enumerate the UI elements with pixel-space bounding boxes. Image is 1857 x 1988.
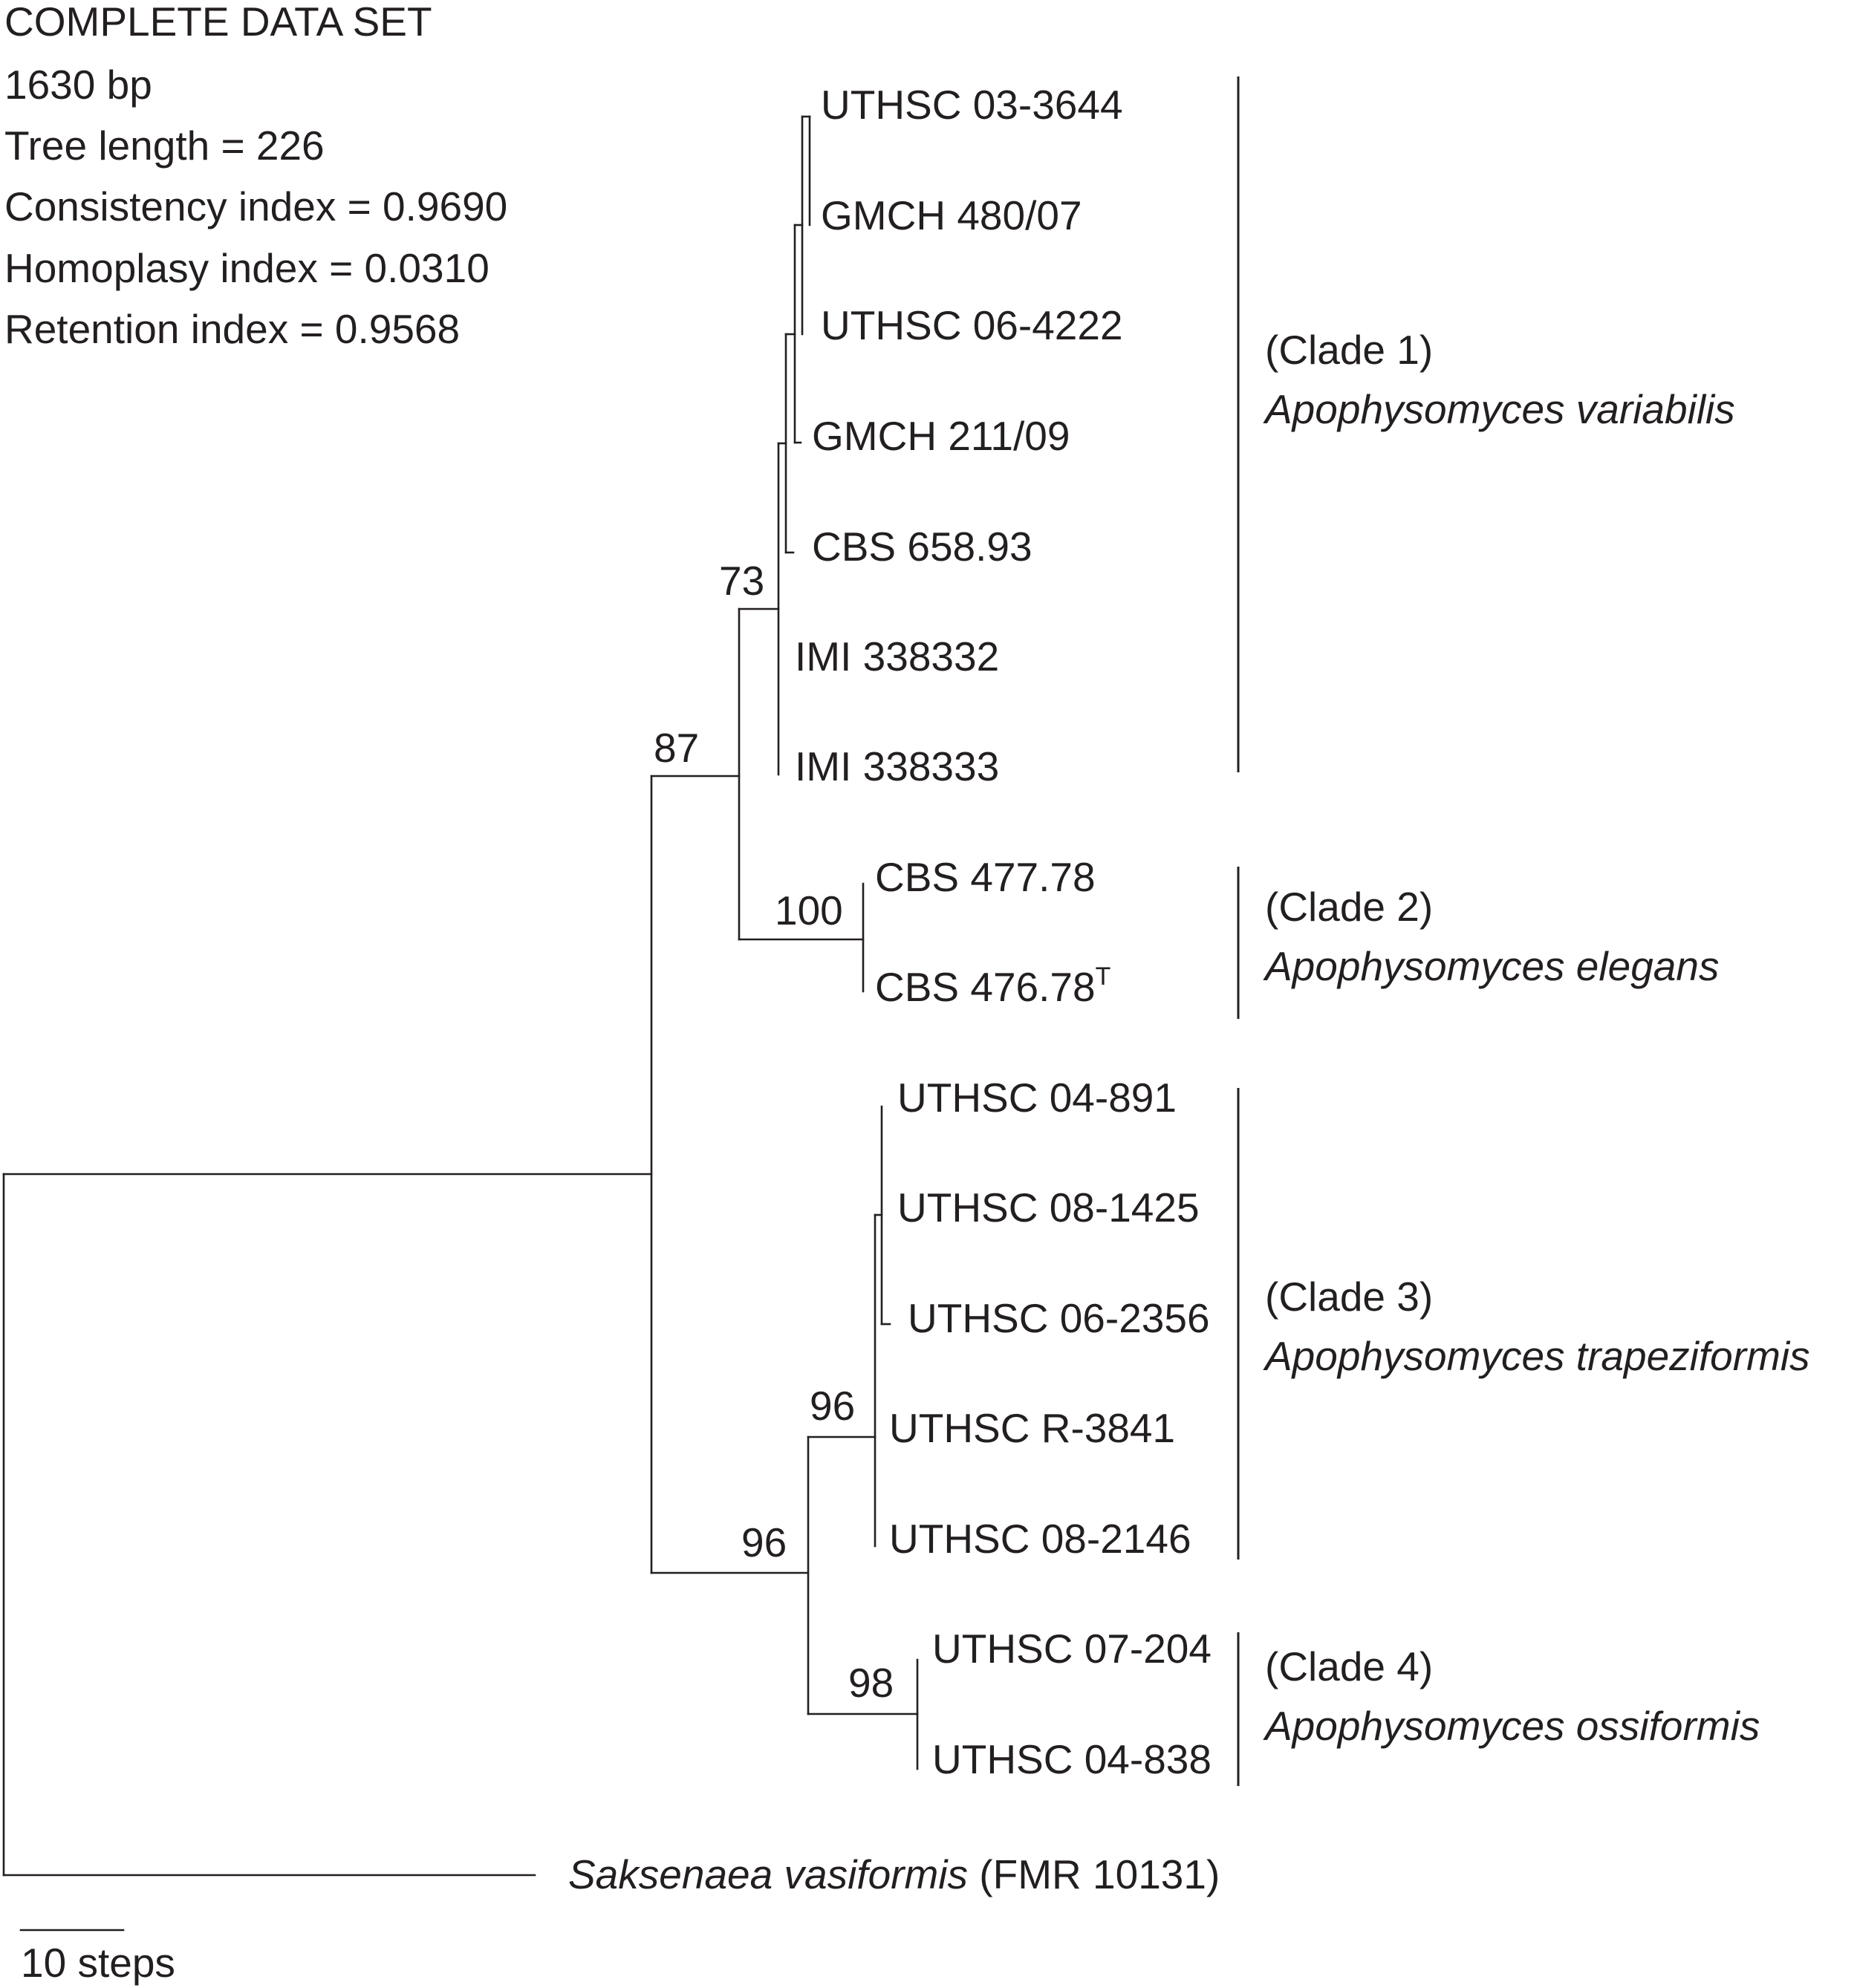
bootstrap-value: 96 — [741, 1519, 787, 1565]
bootstrap-value: 100 — [775, 887, 843, 933]
clade-3-species: Apophysomyces trapeziformis — [1263, 1333, 1810, 1379]
tree-length: Tree length = 226 — [4, 123, 325, 169]
scale-bar-label: 10 steps — [21, 1940, 175, 1986]
bootstrap-value: 87 — [654, 725, 699, 771]
clade-2-species: Apophysomyces elegans — [1263, 943, 1719, 989]
outgroup-species: Saksenaea vasiformis — [568, 1851, 968, 1897]
bootstrap-value: 96 — [810, 1383, 855, 1429]
taxon-label: UTHSC 08-1425 — [897, 1184, 1200, 1231]
taxon-label: CBS 658.93 — [812, 524, 1032, 570]
alignment-length: 1630 bp — [4, 62, 152, 108]
taxon-label: IMI 338332 — [795, 633, 999, 679]
homoplasy-index: Homoplasy index = 0.0310 — [4, 245, 490, 291]
taxon-label: CBS 477.78 — [875, 854, 1096, 900]
taxon-label: UTHSC 06-4222 — [821, 302, 1123, 348]
taxon-label-type-strain: CBS 476.78T — [875, 962, 1110, 1010]
retention-index: Retention index = 0.9568 — [4, 306, 460, 352]
taxon-label: GMCH 211/09 — [812, 413, 1070, 459]
clade-4-label: (Clade 4) — [1265, 1643, 1433, 1689]
bootstrap-value: 73 — [719, 558, 764, 604]
dataset-title: COMPLETE DATA SET — [4, 0, 432, 45]
clade-labels: (Clade 1) Apophysomyces variabilis (Clad… — [1263, 327, 1810, 1749]
consistency-index: Consistency index = 0.9690 — [4, 183, 507, 229]
taxon-label: GMCH 480/07 — [821, 192, 1082, 238]
taxon-label: UTHSC 04-891 — [897, 1075, 1177, 1121]
tree-branches — [2, 115, 919, 1932]
bootstrap-values: 73 87 100 96 96 98 — [654, 558, 894, 1706]
taxon-name: CBS 476.78 — [875, 964, 1096, 1010]
clade-1-species: Apophysomyces variabilis — [1263, 386, 1735, 432]
tree-statistics: COMPLETE DATA SET 1630 bp Tree length = … — [4, 0, 507, 352]
taxon-labels: UTHSC 03-3644 GMCH 480/07 UTHSC 06-4222 … — [568, 82, 1220, 1897]
taxon-label: UTHSC 08-2146 — [889, 1516, 1191, 1562]
taxon-label: UTHSC 07-204 — [932, 1626, 1212, 1672]
taxon-label: IMI 338333 — [795, 743, 999, 789]
type-superscript: T — [1096, 962, 1111, 991]
clade-1-label: (Clade 1) — [1265, 327, 1433, 373]
clade-3-label: (Clade 3) — [1265, 1274, 1433, 1320]
bootstrap-value: 98 — [848, 1660, 894, 1706]
taxon-label: UTHSC 04-838 — [932, 1736, 1212, 1782]
taxon-label: UTHSC 06-2356 — [908, 1295, 1210, 1341]
outgroup-label: Saksenaea vasiformis (FMR 10131) — [568, 1851, 1220, 1897]
taxon-label: UTHSC R-3841 — [889, 1405, 1175, 1451]
taxon-label: UTHSC 03-3644 — [821, 82, 1123, 128]
clade-2-label: (Clade 2) — [1265, 884, 1433, 930]
clade-4-species: Apophysomyces ossiformis — [1263, 1703, 1760, 1749]
outgroup-strain: (FMR 10131) — [968, 1851, 1220, 1897]
